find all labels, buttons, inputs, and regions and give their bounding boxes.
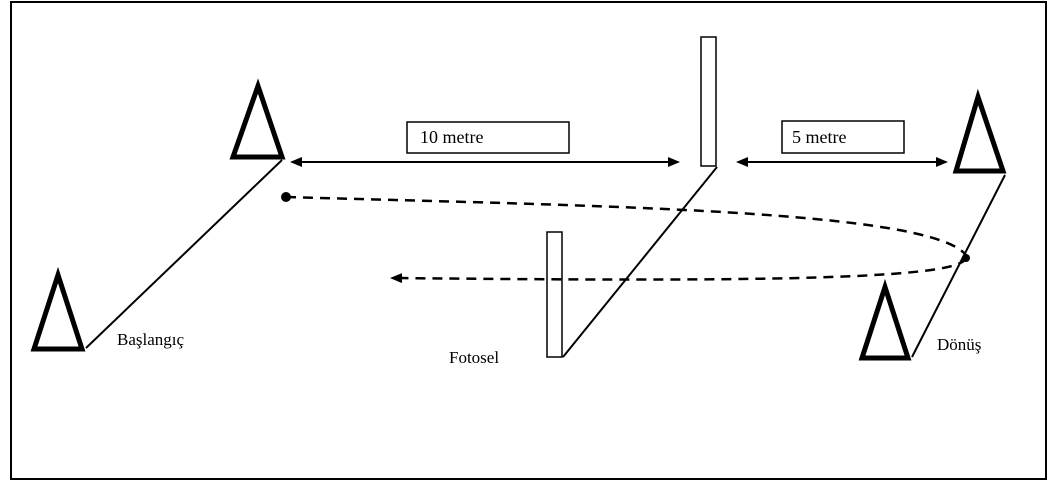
turn-cone-back	[952, 88, 1007, 174]
photocell-post-front	[546, 231, 563, 358]
start-label: Başlangıç	[117, 330, 184, 349]
running-path-outbound	[285, 195, 967, 256]
distance-label-5m: 5 metre	[792, 127, 846, 147]
diagram-frame	[10, 1, 1047, 480]
turn-lane-line	[911, 174, 1006, 358]
photocell-post-back	[700, 36, 717, 167]
distance-box-10m	[406, 121, 570, 154]
distance-label-10m: 10 metre	[420, 127, 483, 147]
start-cone-back	[229, 78, 286, 160]
distance-box-5m	[781, 120, 905, 154]
start-lane-line	[85, 159, 283, 349]
turn-cone-front	[858, 278, 912, 361]
turn-label: Dönüş	[937, 335, 981, 354]
photocell-label: Fotosel	[449, 348, 499, 367]
photocell-lane-line	[562, 166, 718, 358]
start-cone-front	[30, 266, 86, 352]
running-path-return	[390, 257, 968, 284]
